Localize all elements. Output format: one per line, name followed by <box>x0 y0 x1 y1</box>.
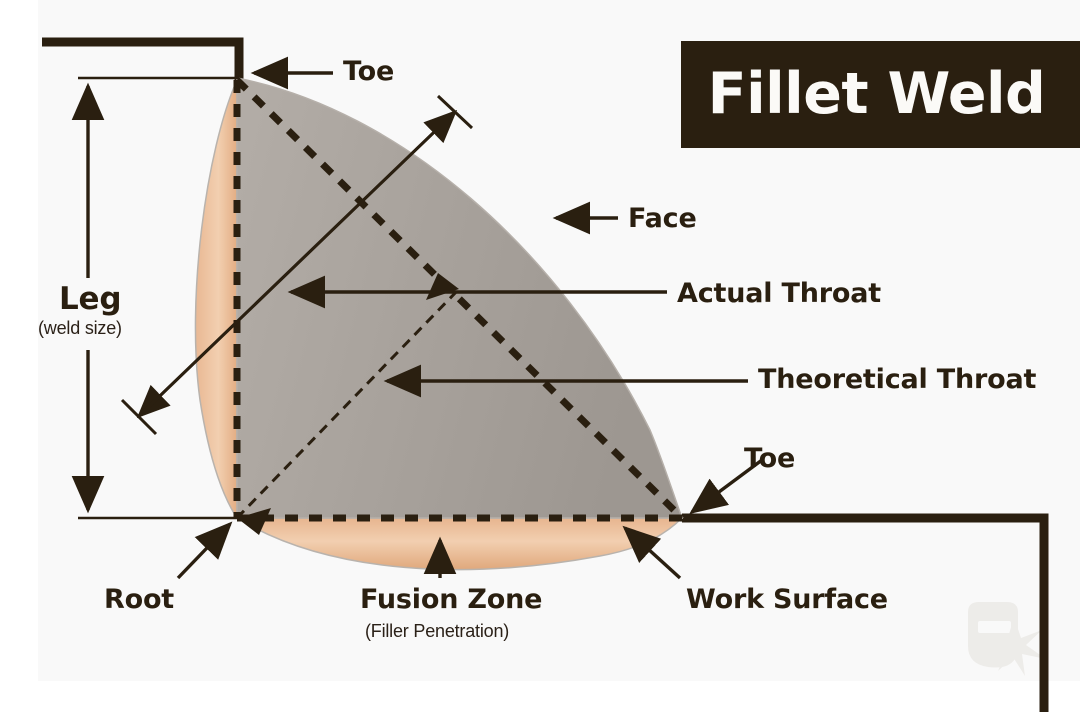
label-actual-throat: Actual Throat <box>677 278 881 309</box>
label-toe-top: Toe <box>343 56 395 87</box>
label-face: Face <box>628 203 697 234</box>
label-theoretical-throat: Theoretical Throat <box>758 364 1037 395</box>
leg-dimension <box>71 76 239 520</box>
label-toe-bottom: Toe <box>744 443 796 474</box>
leader-work-surface <box>622 525 682 580</box>
theoretical-throat-line <box>235 287 461 520</box>
theoretical-weld-triangle <box>233 77 685 522</box>
actual-throat-dimension <box>120 94 474 436</box>
fusion-zone-shape <box>194 79 684 571</box>
leader-toe-bottom <box>689 458 764 515</box>
watermark-welding-helmet-icon <box>968 602 1046 676</box>
label-work-surface: Work Surface <box>686 584 888 615</box>
leader-lines <box>176 56 764 580</box>
base-plate-outline <box>42 37 1049 712</box>
leader-root <box>176 521 233 580</box>
label-leg-sub: (weld size) <box>38 318 122 338</box>
label-root: Root <box>104 584 174 615</box>
label-leg: Leg <box>59 281 122 317</box>
title-banner: Fillet Weld <box>681 41 1080 148</box>
label-fusion-zone: Fusion Zone <box>360 584 543 615</box>
label-fusion-zone-sub: (Filler Penetration) <box>365 621 510 641</box>
page-title: Fillet Weld <box>707 61 1046 127</box>
